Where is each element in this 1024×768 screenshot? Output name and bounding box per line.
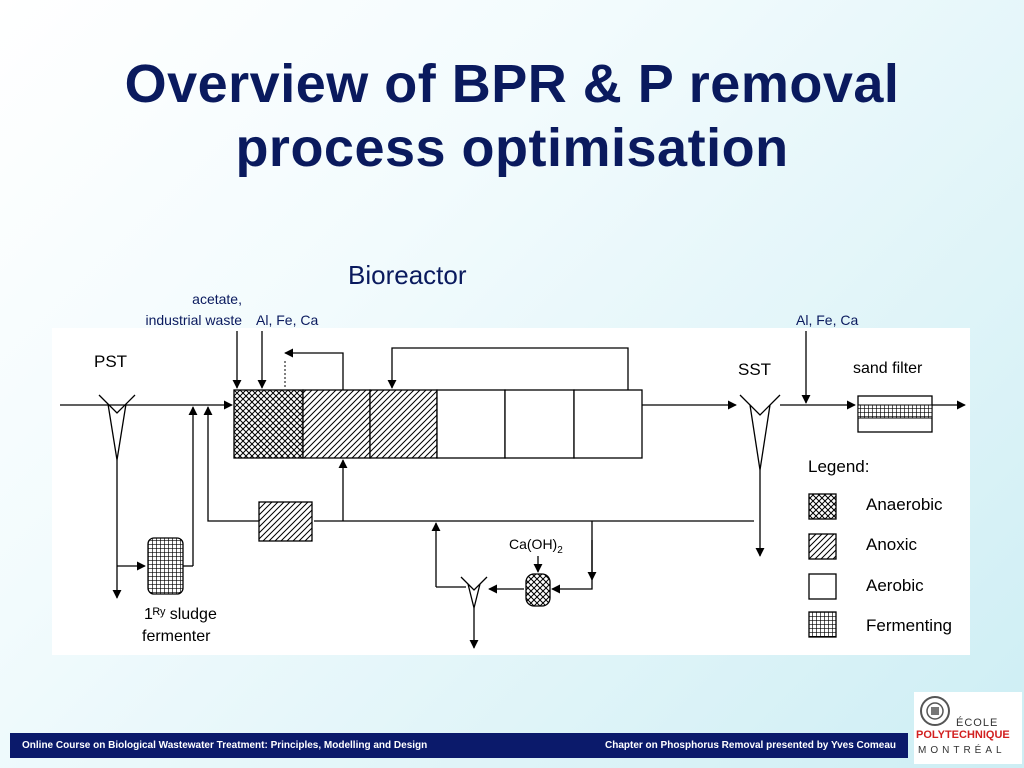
pst-label: PST <box>94 352 127 371</box>
footer-chapter-credit: Chapter on Phosphorus Removal presented … <box>604 740 896 751</box>
sidestream-clarifier <box>460 576 488 609</box>
zone-anoxic-1 <box>302 389 371 459</box>
title-line-2: process optimisation <box>235 118 789 178</box>
legend-swatch-anaerobic <box>808 493 837 520</box>
sst-label: SST <box>738 360 771 379</box>
legend-swatch-anoxic <box>808 533 837 560</box>
industrial-waste-label: industrial waste <box>146 312 243 328</box>
legend-label-fermenting: Fermenting <box>866 616 952 635</box>
ras-denitrification-tank <box>258 501 313 542</box>
chem-dosing-bioreactor-label: Al, Fe, Ca <box>256 312 318 328</box>
caoh-subscript: 2 <box>557 545 563 556</box>
zone-anoxic-2 <box>369 389 438 459</box>
internal-recycle-1 <box>284 348 344 390</box>
logo-montreal: MONTRÉAL <box>918 745 1006 756</box>
sand-filter-label: sand filter <box>853 360 923 377</box>
slide-title: Overview of BPR & P removal process opti… <box>0 52 1024 180</box>
caoh-text: Ca(OH) <box>509 536 557 552</box>
internal-recycle-2 <box>387 347 629 390</box>
legend-label-anaerobic: Anaerobic <box>866 495 943 514</box>
diagram-panel <box>52 328 970 655</box>
caoh-label: Ca(OH)2 <box>509 536 563 556</box>
zone-aerobic-1 <box>436 389 506 459</box>
footer-course-title: Online Course on Biological Wastewater T… <box>22 740 428 751</box>
legend-label-aerobic: Aerobic <box>866 576 924 595</box>
title-line-1: Overview of BPR & P removal <box>124 54 900 114</box>
sst-clarifier <box>739 394 781 471</box>
sand-filter-media <box>857 404 933 419</box>
legend-title: Legend: <box>808 457 869 476</box>
ras-to-influent <box>203 406 259 522</box>
footer-bar: Online Course on Biological Wastewater T… <box>10 733 908 758</box>
logo-ecole: ÉCOLE <box>956 717 999 729</box>
fermenter-label-2: fermenter <box>142 628 211 645</box>
bioreactor-label: Bioreactor <box>348 260 467 290</box>
fermenter-tank <box>147 537 184 595</box>
zone-aerobic-3 <box>573 389 643 459</box>
zone-anaerobic <box>233 389 304 459</box>
chem-dosing-effluent-label: Al, Fe, Ca <box>796 312 858 328</box>
legend-label-anoxic: Anoxic <box>866 535 918 554</box>
legend: Legend: Anaerobic Anoxic Aerobic Ferment… <box>808 457 952 638</box>
polytechnique-logo: ÉCOLE POLYTECHNIQUE MONTRÉAL <box>914 692 1022 764</box>
zone-aerobic-2 <box>504 389 575 459</box>
seal-icon <box>920 696 950 726</box>
acetate-label: acetate, <box>192 291 242 307</box>
legend-swatch-aerobic <box>808 573 837 600</box>
logo-polytechnique: POLYTECHNIQUE <box>916 729 1010 741</box>
lime-reactor <box>525 573 551 607</box>
legend-swatch-fermenting <box>808 611 837 638</box>
fermenter-label-1: 1ᴿʸ sludge <box>144 606 217 623</box>
